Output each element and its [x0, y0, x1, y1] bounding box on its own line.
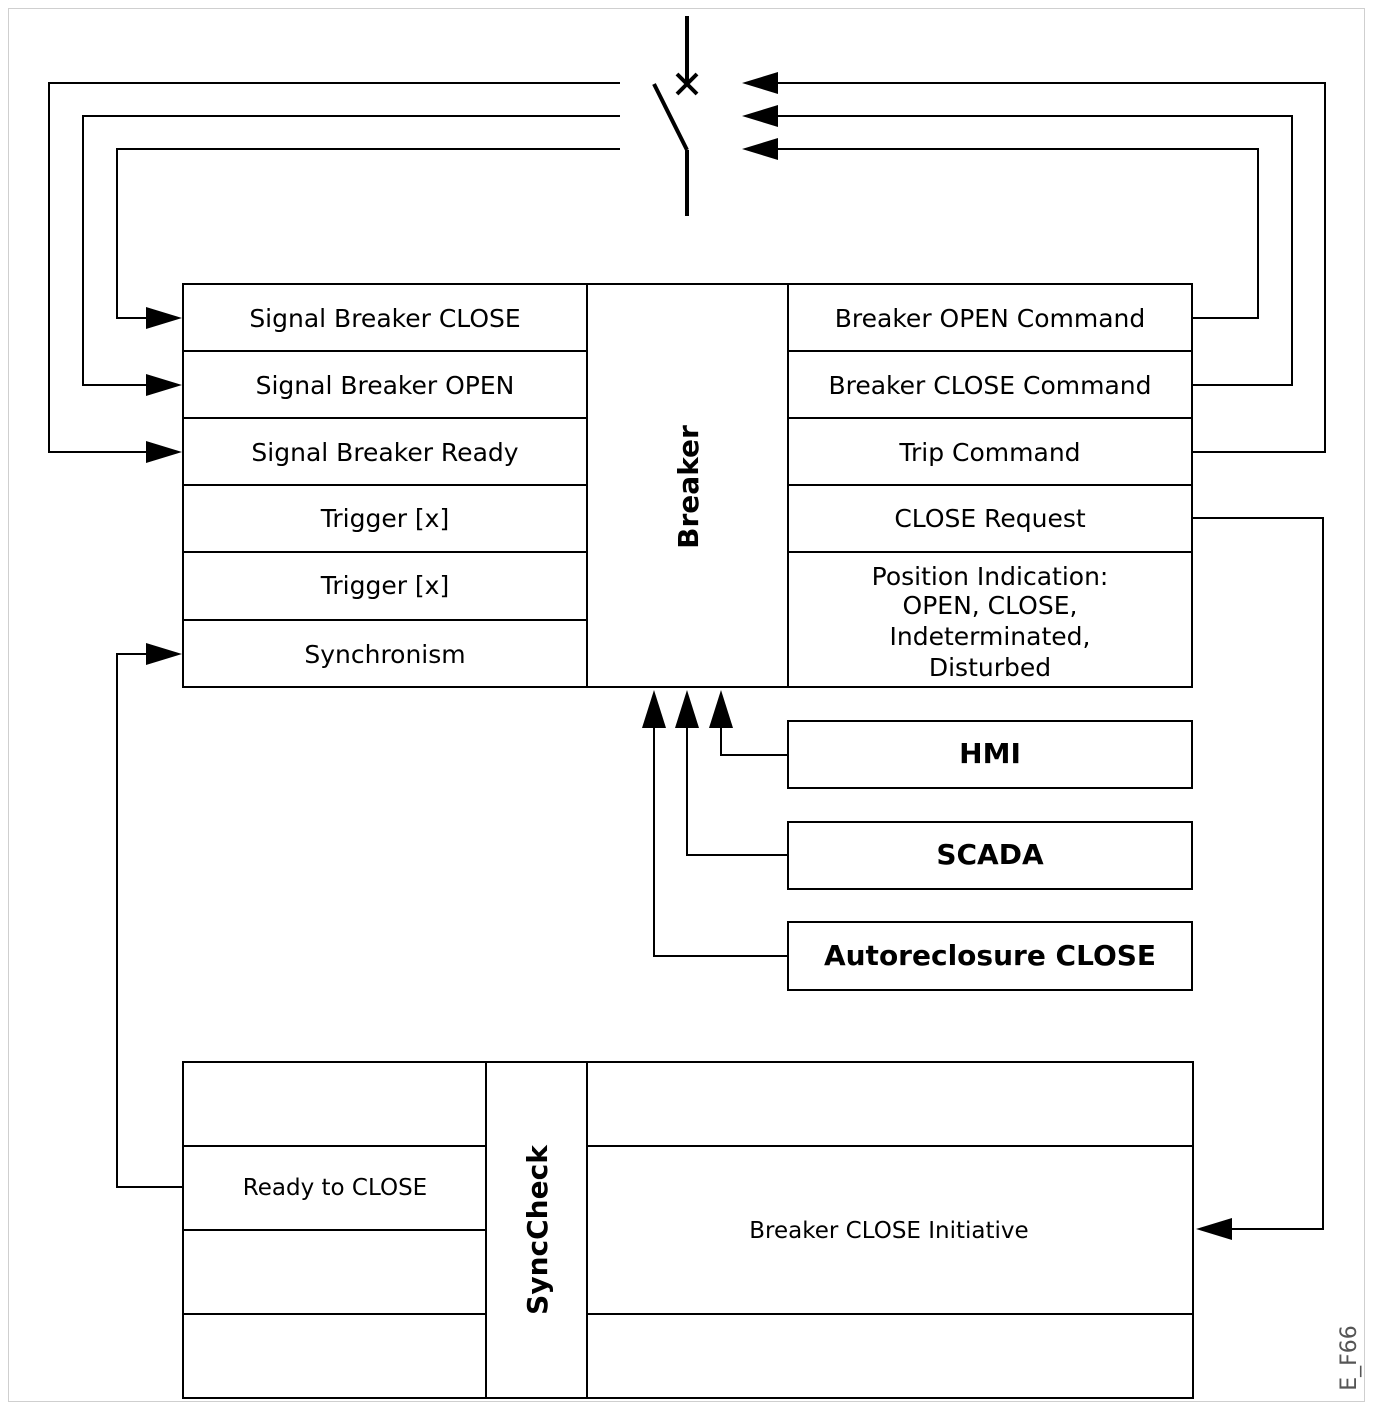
diagram-frame — [8, 8, 1365, 1402]
figure-id: E_F66 — [1337, 1325, 1362, 1391]
synccheck-block — [182, 1061, 1194, 1399]
close-request-arrowhead — [1196, 1218, 1232, 1240]
position-indication-text: Position Indication: OPEN, CLOSE, Indete… — [872, 562, 1109, 682]
circuit-breaker-symbol-icon — [652, 16, 699, 216]
synccheck-title: SyncCheck — [521, 1144, 554, 1315]
close-request-wire — [1192, 517, 1324, 1230]
scada-box — [787, 821, 1193, 890]
autoreclosure-label: Autoreclosure CLOSE — [824, 939, 1156, 972]
input-arrowheads — [146, 307, 182, 665]
position-indication-line: Position Indication: — [872, 562, 1109, 591]
output-breaker-close-command: Breaker CLOSE Command — [828, 371, 1151, 400]
input-trigger-1: Trigger [x] — [320, 504, 449, 533]
autoreclosure-box — [787, 921, 1193, 991]
breaker-close-initiative-label: Breaker CLOSE Initiative — [749, 1218, 1028, 1244]
position-indication-line: Indeterminated, — [890, 622, 1091, 651]
output-close-request: CLOSE Request — [894, 504, 1086, 533]
input-signal-breaker-ready: Signal Breaker Ready — [251, 438, 518, 467]
output-trip-command: Trip Command — [898, 438, 1080, 467]
hmi-label: HMI — [959, 737, 1021, 770]
breaker-command-wires — [775, 82, 1326, 453]
command-arrowheads — [742, 72, 778, 160]
input-synchronism: Synchronism — [304, 640, 465, 669]
breaker-block — [182, 283, 1193, 688]
input-trigger-2: Trigger [x] — [320, 571, 449, 600]
scada-label: SCADA — [936, 838, 1044, 871]
breaker-title: Breaker — [672, 425, 705, 549]
position-indication-line: Disturbed — [929, 653, 1051, 682]
ready-to-close-wire — [116, 653, 183, 1188]
breaker-feedback-wires — [48, 82, 620, 453]
ready-to-close-label: Ready to CLOSE — [243, 1175, 427, 1201]
command-source-wires — [653, 722, 788, 957]
source-arrowheads — [642, 690, 733, 728]
output-breaker-open-command: Breaker OPEN Command — [835, 304, 1145, 333]
input-signal-breaker-open: Signal Breaker OPEN — [256, 371, 515, 400]
position-indication-line: OPEN, CLOSE, — [903, 591, 1078, 620]
hmi-box — [787, 720, 1193, 789]
input-signal-breaker-close: Signal Breaker CLOSE — [249, 304, 520, 333]
